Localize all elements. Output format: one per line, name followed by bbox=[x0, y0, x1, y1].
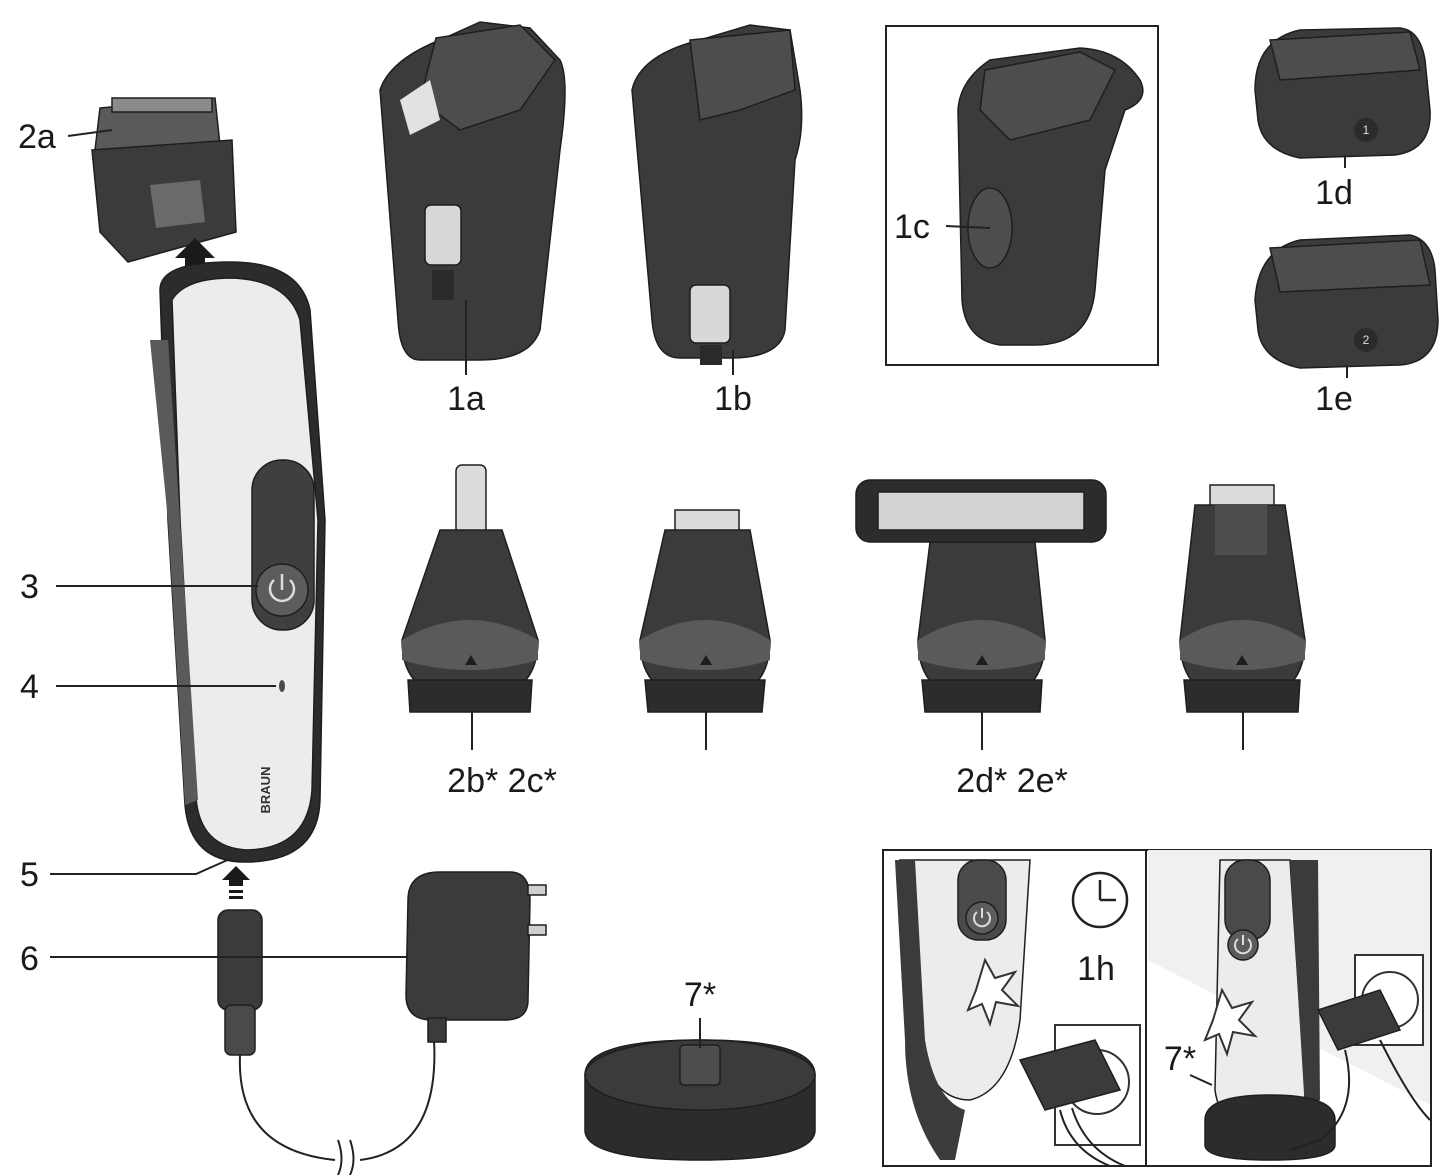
comb-attachment-1d: 1 bbox=[1255, 28, 1430, 158]
comb-attachment-1e: 2 bbox=[1255, 235, 1438, 368]
label-3: 3 bbox=[20, 568, 39, 606]
label-1a: 1a bbox=[447, 380, 485, 418]
label-2d-2e: 2d* 2e* bbox=[956, 762, 1068, 800]
label-1c: 1c bbox=[894, 208, 930, 246]
label-1e: 1e bbox=[1315, 380, 1353, 418]
brand-logo: BRAUN bbox=[258, 767, 273, 814]
trimmer-head-2c bbox=[640, 510, 770, 712]
label-6: 6 bbox=[20, 940, 39, 978]
charging-stand-7 bbox=[585, 1040, 815, 1160]
label-4: 4 bbox=[20, 668, 39, 706]
charging-indicator bbox=[279, 680, 285, 692]
trimmer-head-2b bbox=[402, 465, 538, 712]
label-2a: 2a bbox=[18, 118, 56, 156]
charging-instructions-panel bbox=[883, 850, 1431, 1166]
trimmer-handle bbox=[150, 262, 325, 862]
clock-icon bbox=[1073, 873, 1127, 927]
label-7-stand: 7* bbox=[684, 976, 716, 1014]
comb-1e-marking: 2 bbox=[1363, 333, 1370, 347]
label-1b: 1b bbox=[714, 380, 752, 418]
comb-attachment-1c-panel bbox=[886, 26, 1158, 365]
comb-1d-marking: 1 bbox=[1363, 123, 1370, 137]
label-5: 5 bbox=[20, 856, 39, 894]
label-2b-2c: 2b* 2c* bbox=[447, 762, 557, 800]
comb-attachment-1a bbox=[380, 22, 565, 360]
label-1h: 1h bbox=[1077, 950, 1115, 988]
arrow-up-icon bbox=[222, 866, 250, 899]
comb-attachment-1b bbox=[632, 25, 802, 365]
trimmer-head-2d bbox=[856, 480, 1106, 712]
power-button[interactable] bbox=[256, 564, 308, 616]
trimmer-head-2a bbox=[92, 98, 236, 262]
power-adapter bbox=[406, 872, 546, 1042]
label-7-panel: 7* bbox=[1164, 1040, 1196, 1078]
brand-logo-text: BRAUN bbox=[258, 767, 273, 814]
trimmer-head-2e bbox=[1180, 485, 1305, 712]
charging-cable-6 bbox=[218, 910, 434, 1175]
label-1d: 1d bbox=[1315, 174, 1353, 212]
